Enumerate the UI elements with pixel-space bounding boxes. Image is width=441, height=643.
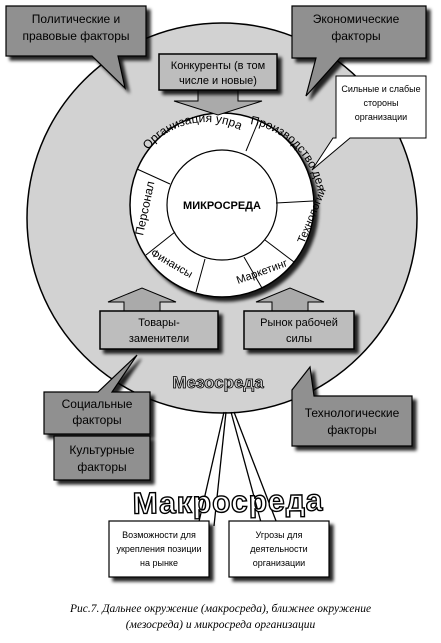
- substitutes-box: [99, 310, 219, 350]
- threats-box: [228, 520, 330, 578]
- threats-line-2: деятельности: [250, 544, 307, 554]
- social-line-2: факторы: [72, 413, 121, 427]
- labor-box: [243, 310, 355, 350]
- strengths-callout: [311, 75, 427, 171]
- substitutes-line-1: Товары-: [138, 317, 180, 329]
- caption-line-2: (мезосреда) и микросреда организации: [125, 619, 316, 631]
- political-line-2: правовые факторы: [22, 29, 129, 43]
- ring-dividers: [136, 121, 314, 293]
- economic-callout: [291, 5, 427, 97]
- opportunities-line-3: на рынке: [140, 558, 178, 568]
- arrow-competitors: [173, 88, 263, 116]
- opportunities-line-2: укрепления позиции: [116, 544, 201, 554]
- economic-line-1: Экономические: [313, 12, 400, 26]
- opportunities-line-1: Возможности для: [122, 530, 196, 540]
- strengths-line-1: Сильные и слабые: [341, 84, 420, 94]
- threats-line-3: организации: [253, 558, 305, 568]
- technological-line-1: Технологические: [305, 406, 400, 420]
- opportunities-box: [108, 520, 210, 578]
- labor-line-1: Рынок рабочей: [260, 317, 338, 329]
- social-line-1: Социальные: [62, 397, 133, 411]
- micro-center-label: МИКРОСРЕДА: [183, 200, 261, 212]
- macro-title: Макросреда: [132, 484, 323, 520]
- competitors-line-2: числе и новые): [179, 75, 257, 87]
- cultural-callout: [53, 435, 151, 481]
- substitutes-line-2: заменители: [129, 333, 189, 345]
- strengths-line-2: стороны: [364, 98, 399, 108]
- competitors-box: [158, 53, 278, 91]
- competitors-line-1: Конкуренты (в том: [171, 60, 265, 72]
- political-line-1: Политические и: [32, 12, 121, 26]
- meso-label: Мезосреда: [172, 373, 264, 392]
- macro-connectors: [197, 411, 279, 527]
- social-callout: [43, 354, 151, 435]
- figure-caption: Рис.7. Дальнее окружение (макросреда), б…: [8, 601, 433, 633]
- technological-line-2: факторы: [327, 423, 376, 437]
- cultural-line-2: факторы: [77, 460, 126, 474]
- cultural-line-1: Культурные: [69, 443, 134, 457]
- labor-line-2: силы: [286, 333, 312, 345]
- strengths-line-3: организации: [355, 112, 407, 122]
- threats-line-1: Угрозы для: [256, 530, 303, 540]
- caption-line-1: Рис.7. Дальнее окружение (макросреда), б…: [69, 603, 372, 615]
- political-callout: [5, 5, 147, 90]
- technological-callout: [291, 365, 413, 447]
- macro-callouts: [5, 5, 427, 481]
- economic-line-2: факторы: [331, 29, 380, 43]
